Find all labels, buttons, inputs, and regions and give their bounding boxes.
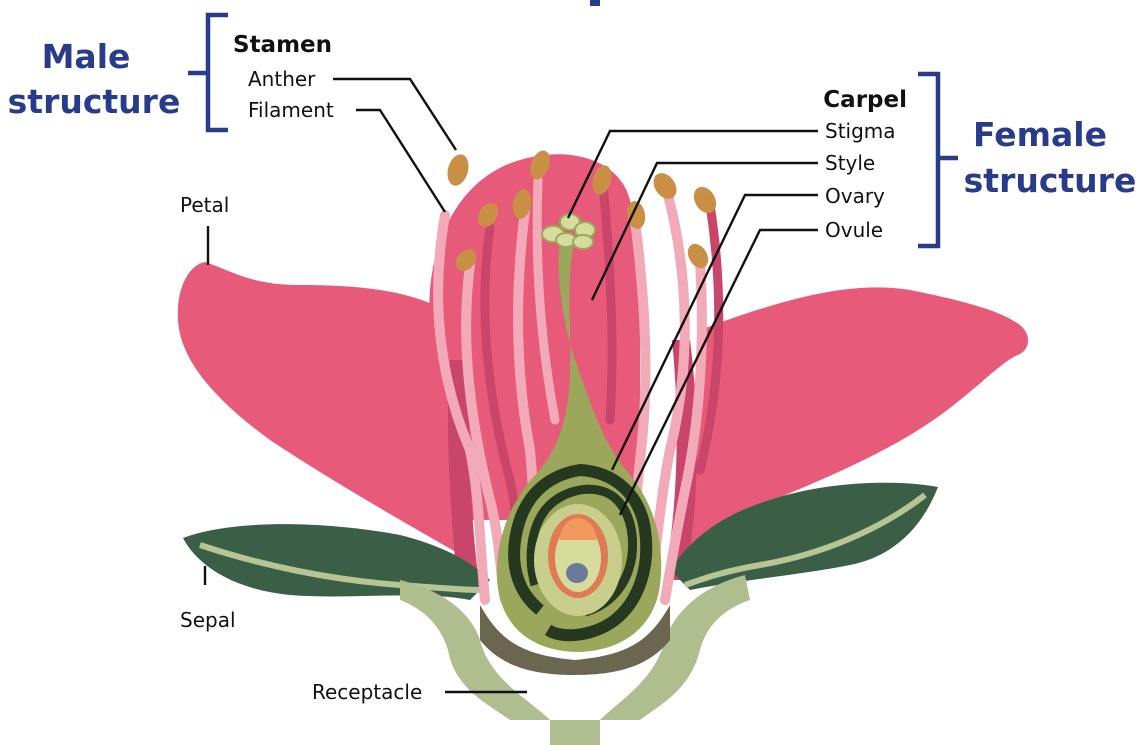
carpel-label: Carpel <box>823 87 907 113</box>
petal-left <box>178 262 470 560</box>
male-structure-label-line1: Male <box>42 37 131 76</box>
ovule-label: Ovule <box>825 218 883 242</box>
filament-label: Filament <box>248 98 334 122</box>
title-fragment <box>590 0 600 6</box>
ovary-label: Ovary <box>825 184 885 208</box>
sepal-label: Sepal <box>180 608 236 632</box>
stigma-label: Stigma <box>825 119 896 143</box>
female-bracket <box>918 74 958 246</box>
male-structure-label-line2: structure <box>8 82 181 121</box>
egg-cell <box>566 563 588 583</box>
stamen-label: Stamen <box>233 32 332 58</box>
female-structure-label-line1: Female <box>973 115 1107 154</box>
petal-label: Petal <box>180 193 229 217</box>
anther-label: Anther <box>248 67 316 91</box>
male-bracket <box>188 15 228 130</box>
receptacle-label: Receptacle <box>312 680 422 704</box>
style-label: Style <box>825 151 875 175</box>
female-structure-label-line2: structure <box>964 161 1137 200</box>
